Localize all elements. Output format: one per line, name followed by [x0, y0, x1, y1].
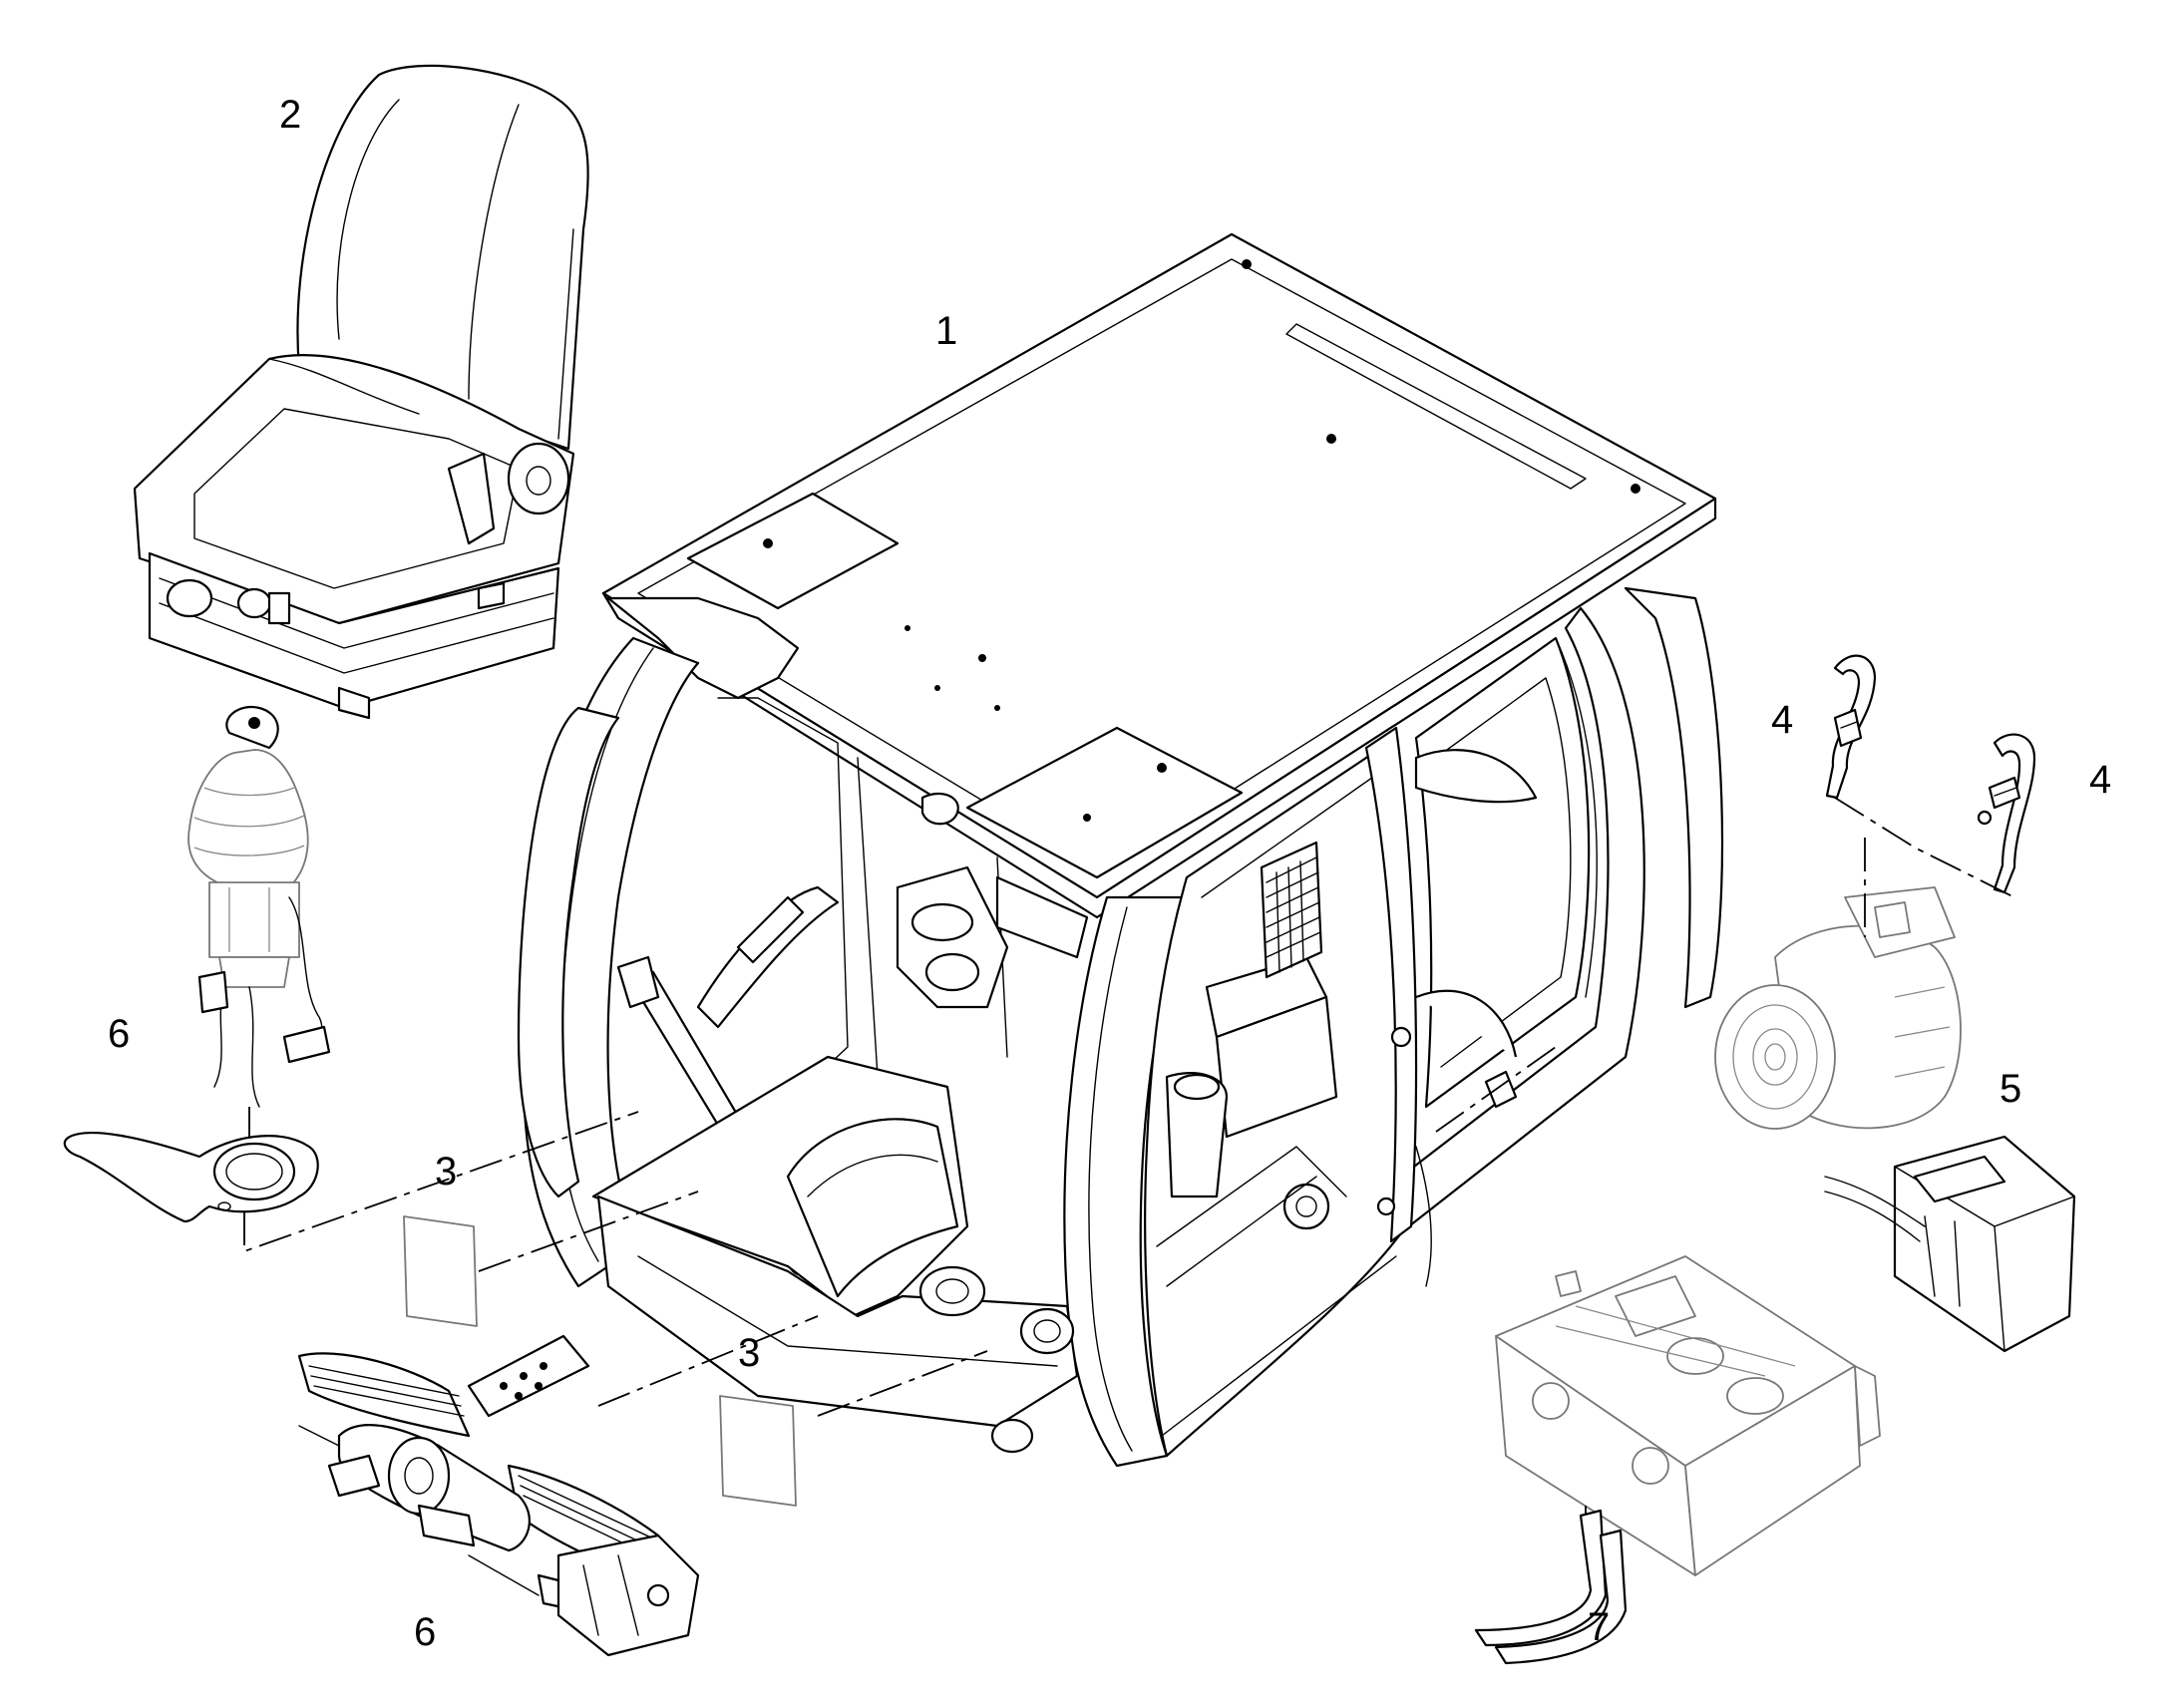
callout-pedal-assembly: 6 [414, 1610, 436, 1654]
callout-decal-right: 3 [738, 1331, 760, 1375]
hose-right [1977, 733, 2036, 894]
callout-reservoir: 5 [1999, 1067, 2021, 1111]
cab-assembly [517, 232, 1724, 1468]
callout-labels: 1 2 3 3 4 4 5 6 6 7 [108, 93, 2111, 1654]
vent-grille [1260, 841, 1323, 979]
callout-heater-unit: 7 [1588, 1605, 1610, 1649]
leader-lines [243, 797, 2015, 1417]
joystick-control [63, 705, 331, 1223]
callout-hose-left: 4 [1771, 698, 1793, 742]
reservoir-box [1824, 1135, 2076, 1353]
callout-joystick-bracket: 6 [108, 1012, 130, 1056]
ac-compressor [1714, 886, 1962, 1130]
callout-cab: 1 [935, 309, 957, 353]
operator-seat [133, 64, 589, 720]
hose-left [1825, 654, 1877, 800]
decal-plates [403, 1215, 797, 1507]
callout-hose-right: 4 [2089, 758, 2111, 802]
heater-unit [1474, 1255, 1881, 1665]
pedal-assembly [297, 1334, 700, 1657]
callout-seat: 2 [279, 93, 301, 137]
callout-decal-left: 3 [435, 1150, 457, 1194]
